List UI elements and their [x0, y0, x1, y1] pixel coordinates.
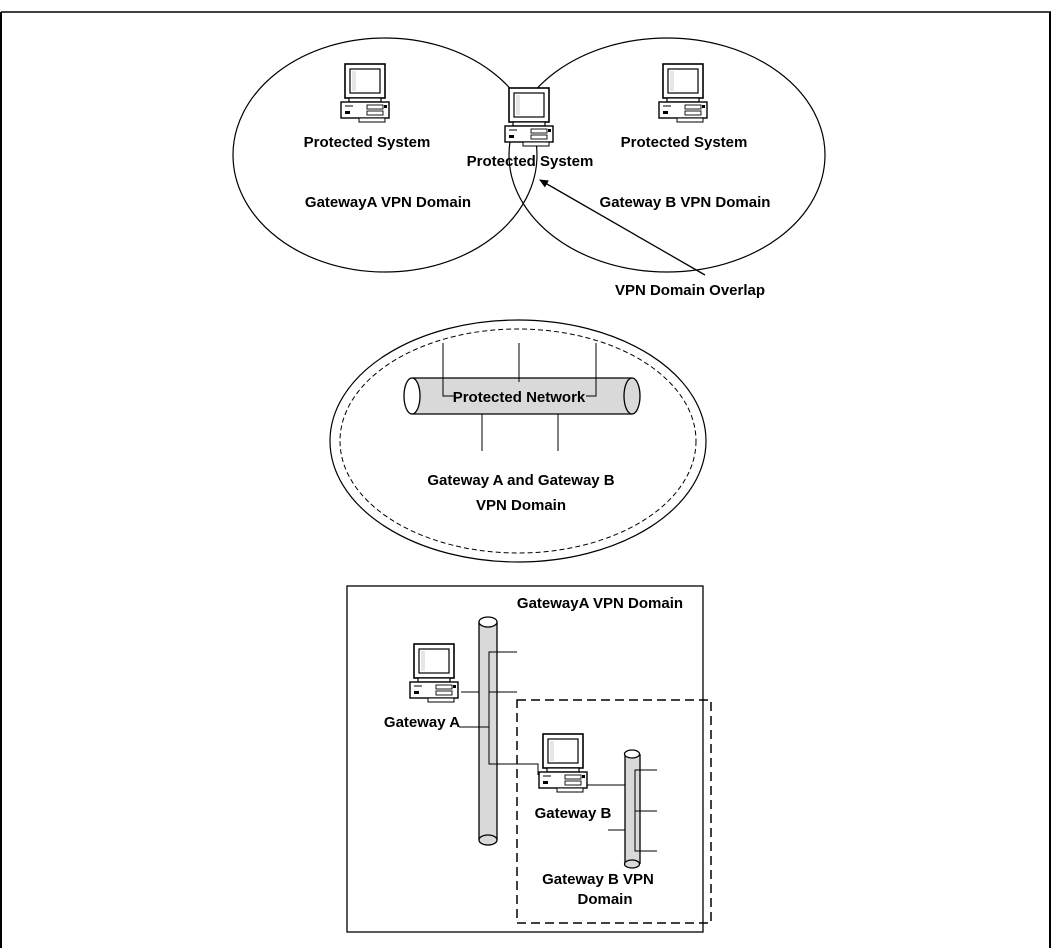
- gateway-a-domain-box: [346, 585, 704, 933]
- overlap-label: VPN Domain Overlap: [615, 282, 765, 299]
- shared-domain-dashed-ellipse: [339, 328, 697, 554]
- gateway-b-network-pipe: [623, 749, 641, 869]
- gateway-b-domain-label-line2: Domain: [577, 891, 632, 908]
- gateway-a-label: Gateway A: [384, 714, 460, 731]
- gateway-b-domain-ellipse: [508, 37, 826, 273]
- gateway-a-network-pipe: [478, 616, 498, 846]
- shared-domain-label-line2: VPN Domain: [476, 497, 566, 514]
- overlapping-domains-section: Protected System Protected System Protec…: [232, 37, 826, 299]
- protected-system-right-label: Protected System: [621, 134, 748, 151]
- overlap-arrow: [539, 179, 706, 276]
- gateway-b-domain-dashed-box: [516, 699, 712, 924]
- protected-system-left-computer-icon: [340, 63, 390, 123]
- nested-domains-section: Gateway A GatewayA VPN Domain Gateway B …: [346, 585, 712, 933]
- gateway-b-label: Gateway B: [535, 805, 612, 822]
- shared-domain-label-line1: Gateway A and Gateway B: [427, 472, 614, 489]
- gateway-a-domain-ellipse: [232, 37, 538, 273]
- shared-domain-section: Protected Network Gateway A and Gateway …: [329, 319, 707, 563]
- gateway-b-domain-label-line1: Gateway B VPN: [542, 871, 654, 888]
- shared-domain-outer-ellipse: [329, 319, 707, 563]
- gateway-a-domain-box-label: GatewayA VPN Domain: [517, 595, 683, 612]
- protected-system-right-computer-icon: [658, 63, 708, 123]
- network-drop-1: [442, 343, 455, 397]
- gateway-a-computer-icon: [409, 643, 459, 703]
- protected-system-center-computer-icon: [504, 87, 554, 147]
- network-drop-3: [586, 343, 597, 397]
- protected-network-label: Protected Network: [453, 389, 586, 406]
- protected-system-left-label: Protected System: [304, 134, 431, 151]
- gateway-b-computer-icon: [538, 733, 588, 793]
- gateway-b-domain-label: Gateway B VPN Domain: [600, 194, 771, 211]
- gateway-a-domain-label: GatewayA VPN Domain: [305, 194, 471, 211]
- gateway-a-backbone-line: [488, 651, 539, 775]
- protected-system-center-label: Protected System: [467, 153, 594, 170]
